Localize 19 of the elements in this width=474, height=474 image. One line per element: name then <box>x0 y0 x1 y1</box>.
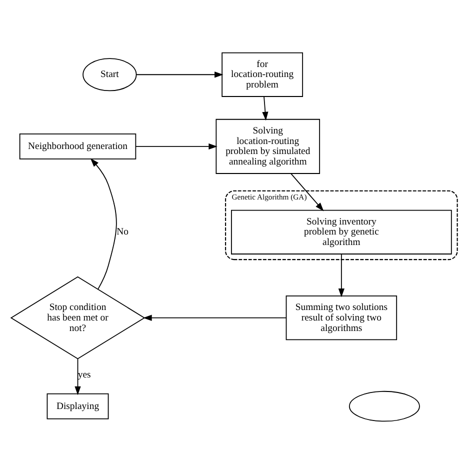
node-ellipse <box>348 390 420 422</box>
arrow <box>135 143 218 150</box>
node-box: Neighborhood generation <box>19 134 136 160</box>
node-box: for location-routing problem <box>222 52 304 97</box>
node-box: Solving location-routing problem by simulated annealing algorithm <box>216 118 320 174</box>
arrow <box>74 358 81 396</box>
arrow <box>262 96 268 121</box>
edge-label: yes <box>78 370 91 381</box>
node-diamond: Stop condition has been met or not? <box>10 276 146 360</box>
node-box: Summing two solutions result of solving two algorithms <box>286 296 398 340</box>
arrow <box>136 72 224 78</box>
node-ellipse: Start <box>82 58 137 92</box>
node-box: Solving inventory problem by genetic algorithm <box>231 210 452 254</box>
arrow <box>338 254 344 298</box>
arrow <box>90 158 117 290</box>
node-box: Displaying <box>46 393 109 420</box>
edge-label: No <box>116 226 128 238</box>
arrow <box>143 314 287 321</box>
arrow <box>290 173 324 212</box>
